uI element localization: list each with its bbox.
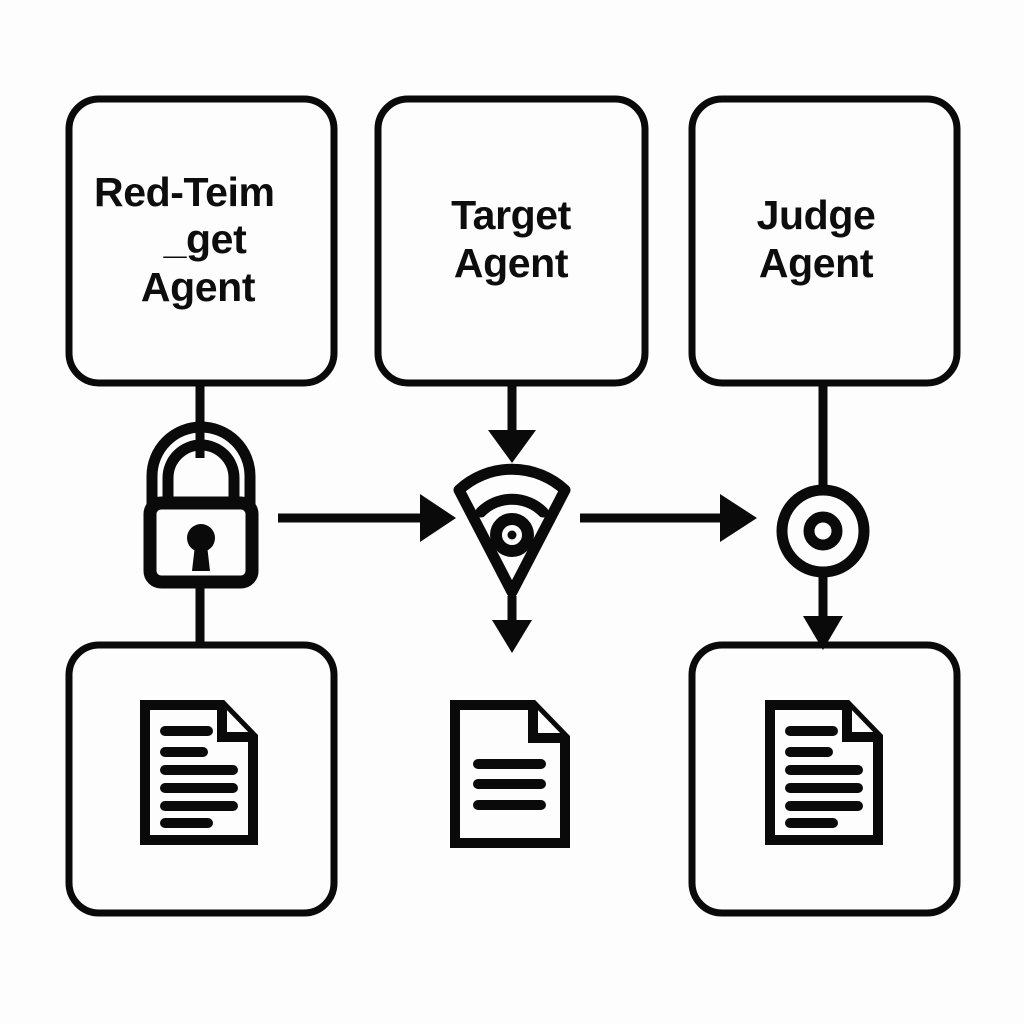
connector-shield-to-bullseye-arrowhead [720, 494, 757, 542]
node-box-judge-agent[interactable] [688, 95, 961, 387]
shield-signal-icon [453, 463, 571, 598]
connector-target-to-shield-arrowhead [488, 430, 536, 463]
node-box-red-team-agent[interactable] [65, 95, 338, 387]
node-box-target-agent[interactable] [374, 95, 649, 387]
document-icon-left [140, 700, 258, 845]
bullseye-target-icon [776, 484, 870, 578]
padlock-icon [143, 421, 259, 589]
document-icon-middle [450, 700, 570, 848]
connector-shield-to-document-arrowhead [492, 620, 532, 653]
connector-bullseye-to-document-arrowhead [803, 616, 843, 650]
connector-lock-to-shield-arrowhead [420, 494, 456, 542]
document-icon-right [765, 700, 883, 845]
